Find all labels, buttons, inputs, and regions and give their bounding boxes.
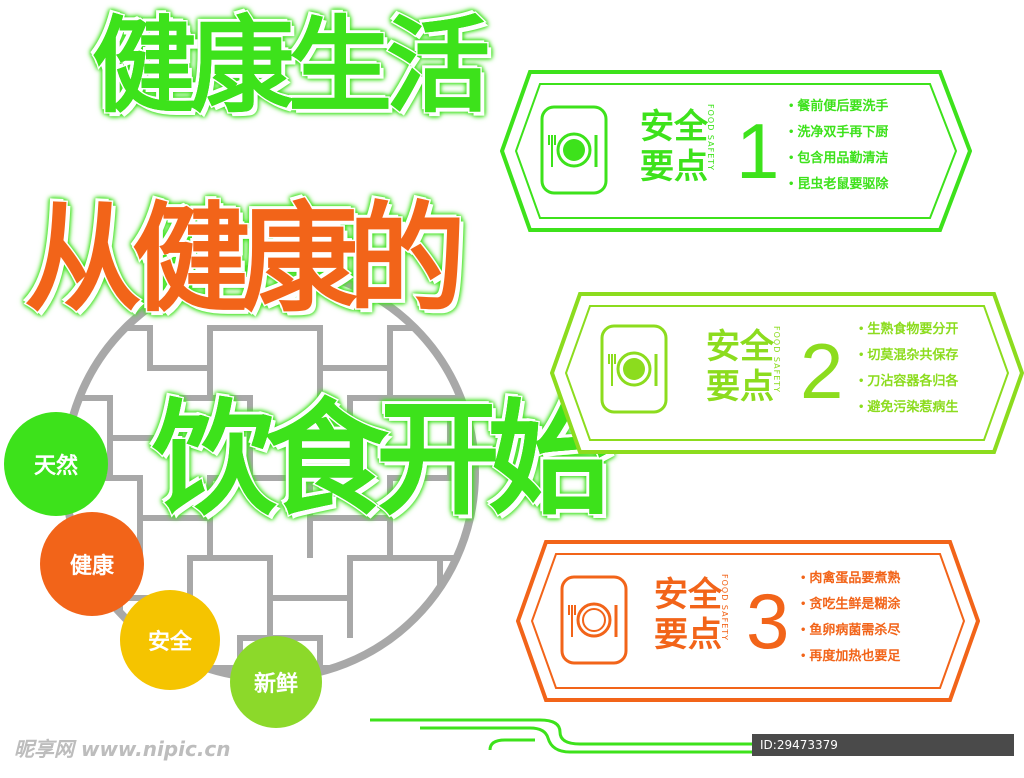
headline-line1: 健康生活 — [90, 13, 491, 120]
card-2-list: 生熟食物要分开 切莫混杂共保存 刀沾容器各归各 避免污染惹病生 — [858, 317, 958, 421]
badge-health: 健康 — [40, 512, 144, 616]
watermark-site: 昵享网 www.nipic.cn — [14, 737, 231, 761]
card-3-item: 再度加热也要足 — [800, 644, 900, 670]
card-2-title-line2: 要点 — [706, 367, 774, 407]
card-2-item: 切莫混杂共保存 — [858, 343, 958, 369]
card-3-item: 贪吃生鲜是糊涂 — [800, 592, 900, 618]
card-3-title: 安全 要点 — [654, 575, 722, 655]
card-3-item: 鱼卵病菌需杀尽 — [800, 618, 900, 644]
card-2-en-line1: FOOD — [772, 326, 781, 354]
card-1-title-line1: 安全 — [640, 107, 708, 147]
badge-natural: 天然 — [4, 412, 108, 516]
badge-safety-label: 安全 — [147, 630, 192, 655]
badge-health-label: 健康 — [69, 554, 114, 579]
card-1-title-line2: 要点 — [640, 147, 708, 187]
card-3-title-line1: 安全 — [654, 575, 722, 615]
card-2-item: 生熟食物要分开 — [858, 317, 958, 343]
headline-line3-text: 饮食开始 — [150, 388, 613, 532]
card-2-title: 安全 要点 — [706, 327, 774, 407]
badge-fresh: 新鲜 — [230, 636, 322, 728]
card-2-item: 刀沾容器各归各 — [858, 369, 958, 395]
watermark-id: ID:29473379 NO:20241208090555162103 — [752, 734, 1014, 774]
badge-fresh-label: 新鲜 — [253, 672, 298, 697]
card-2-item: 避免污染惹病生 — [858, 395, 958, 421]
headline-line2-text: 从健康的 — [22, 190, 467, 328]
plate-icon — [540, 105, 608, 195]
badge-natural-label: 天然 — [33, 454, 78, 479]
card-2-en-line2: SAFETY — [772, 356, 781, 394]
card-2-number: 2 — [800, 327, 844, 415]
card-3-number: 3 — [746, 577, 790, 665]
plate-icon — [560, 575, 628, 665]
card-3-en: FOOD SAFETY — [720, 574, 729, 641]
card-1-item: 包含用品勤清洁 — [788, 146, 888, 172]
lattice-circle-decoration — [61, 264, 479, 682]
card-2-title-line1: 安全 — [706, 327, 774, 367]
card-3-en-line1: FOOD — [720, 574, 729, 602]
headline-line3: 饮食开始 — [150, 397, 613, 524]
card-3-list: 肉禽蛋品要煮熟 贪吃生鲜是糊涂 鱼卵病菌需杀尽 再度加热也要足 — [800, 566, 900, 670]
card-3-en-line2: SAFETY — [720, 604, 729, 642]
swoosh-lines-decoration — [370, 718, 760, 754]
card-1-en-line2: SAFETY — [706, 134, 715, 172]
badge-safety: 安全 — [120, 590, 220, 690]
card-3-item: 肉禽蛋品要煮熟 — [800, 566, 900, 592]
plate-icon — [600, 324, 668, 414]
card-3-title-line2: 要点 — [654, 615, 722, 655]
headline-line2: 从健康的 — [22, 199, 467, 320]
card-2-en: FOOD SAFETY — [772, 326, 781, 393]
card-1-en: FOOD SAFETY — [706, 104, 715, 171]
card-1-item: 餐前便后要洗手 — [788, 94, 888, 120]
card-1-title: 安全 要点 — [640, 107, 708, 187]
card-1-item: 昆虫老鼠要驱除 — [788, 172, 888, 198]
card-1-item: 洗净双手再下厨 — [788, 120, 888, 146]
card-1-list: 餐前便后要洗手 洗净双手再下厨 包含用品勤清洁 昆虫老鼠要驱除 — [788, 94, 888, 198]
card-1-en-line1: FOOD — [706, 104, 715, 132]
headline-line1-text: 健康生活 — [90, 5, 491, 127]
card-1-number: 1 — [736, 107, 780, 195]
